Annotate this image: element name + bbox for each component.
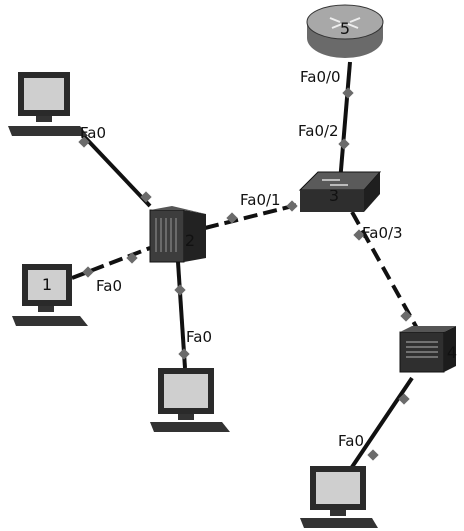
- port-dot: [342, 87, 354, 99]
- pc-keyboard: [8, 126, 88, 136]
- switch-front: [300, 190, 364, 212]
- port-label-router-fa0-0: Fa0/0: [300, 68, 341, 86]
- port-label-switch-fa0-1: Fa0/1: [240, 191, 281, 209]
- hub-icon[interactable]: 2: [149, 206, 206, 263]
- pc-screen: [24, 78, 64, 110]
- pc-screen: [28, 270, 66, 300]
- port-dot: [400, 310, 412, 322]
- port-label-pc-bottom-right-fa0: Fa0: [338, 432, 364, 450]
- router-arrows: [329, 17, 361, 29]
- pc-screen: [164, 374, 208, 408]
- port-dot: [338, 138, 350, 150]
- pc-stand: [38, 306, 54, 312]
- cable-switch-3-to-hub-4: [350, 211, 420, 331]
- switch-icon[interactable]: 3: [298, 171, 382, 212]
- cable-router-5-to-switch-3: [338, 61, 352, 183]
- cable-pc-1-to-hub-2: [71, 246, 151, 280]
- hub-4-side: [444, 326, 456, 372]
- hub-icon[interactable]: 4: [399, 326, 457, 373]
- pc-stand: [330, 510, 346, 516]
- port-dot: [174, 284, 186, 296]
- port-dot: [353, 229, 365, 241]
- port-label-pc-bottom-fa0: Fa0: [186, 328, 212, 346]
- pc-stand: [36, 116, 52, 122]
- switch-side: [364, 172, 380, 212]
- port-dot: [178, 348, 190, 360]
- port-label-switch-fa0-2: Fa0/2: [298, 122, 339, 140]
- hub-2-vents: [155, 218, 177, 252]
- port-dots: [78, 87, 412, 461]
- port-dot: [398, 393, 410, 405]
- switch-number: 3: [329, 186, 339, 205]
- port-dot: [140, 191, 152, 203]
- cables: [71, 61, 420, 472]
- cable-hub-4-to-pc-bottom-right: [348, 376, 414, 472]
- hub-4-number: 4: [447, 343, 457, 362]
- router-top: [306, 4, 384, 40]
- pc-icon[interactable]: [150, 368, 230, 432]
- port-label-pc-top-left-fa0: Fa0: [80, 124, 106, 142]
- router-icon[interactable]: 5: [306, 4, 384, 58]
- hub-4-vents: [406, 341, 438, 358]
- pc-stand: [178, 414, 194, 420]
- pc-icon[interactable]: 1: [12, 264, 88, 326]
- hub-2-side: [184, 210, 206, 262]
- pc-icon[interactable]: [8, 72, 88, 136]
- port-label-pc1-fa0: Fa0: [96, 277, 122, 295]
- router-number: 5: [340, 19, 350, 38]
- pc-keyboard: [12, 316, 88, 326]
- port-dot: [226, 212, 238, 224]
- pc-keyboard: [150, 422, 230, 432]
- port-labels: Fa0 Fa0 Fa0 Fa0/1 Fa0/2 Fa0/3 Fa0/0 Fa0: [80, 68, 403, 450]
- hub-2-number: 2: [185, 231, 195, 250]
- port-label-switch-fa0-3: Fa0/3: [362, 224, 403, 242]
- pc-icon[interactable]: [300, 466, 378, 528]
- port-dot: [82, 266, 94, 278]
- hub-2-front: [149, 209, 185, 263]
- pc-screen: [316, 472, 360, 504]
- pc-keyboard: [300, 518, 378, 528]
- hub-4-top: [400, 326, 456, 332]
- hub-2-top: [150, 206, 206, 214]
- port-dot: [286, 200, 298, 212]
- switch-arrows: [322, 179, 348, 186]
- cable-pc-top-left-to-hub-2: [76, 128, 152, 208]
- pc-1-number: 1: [42, 275, 52, 294]
- port-dot: [367, 449, 379, 461]
